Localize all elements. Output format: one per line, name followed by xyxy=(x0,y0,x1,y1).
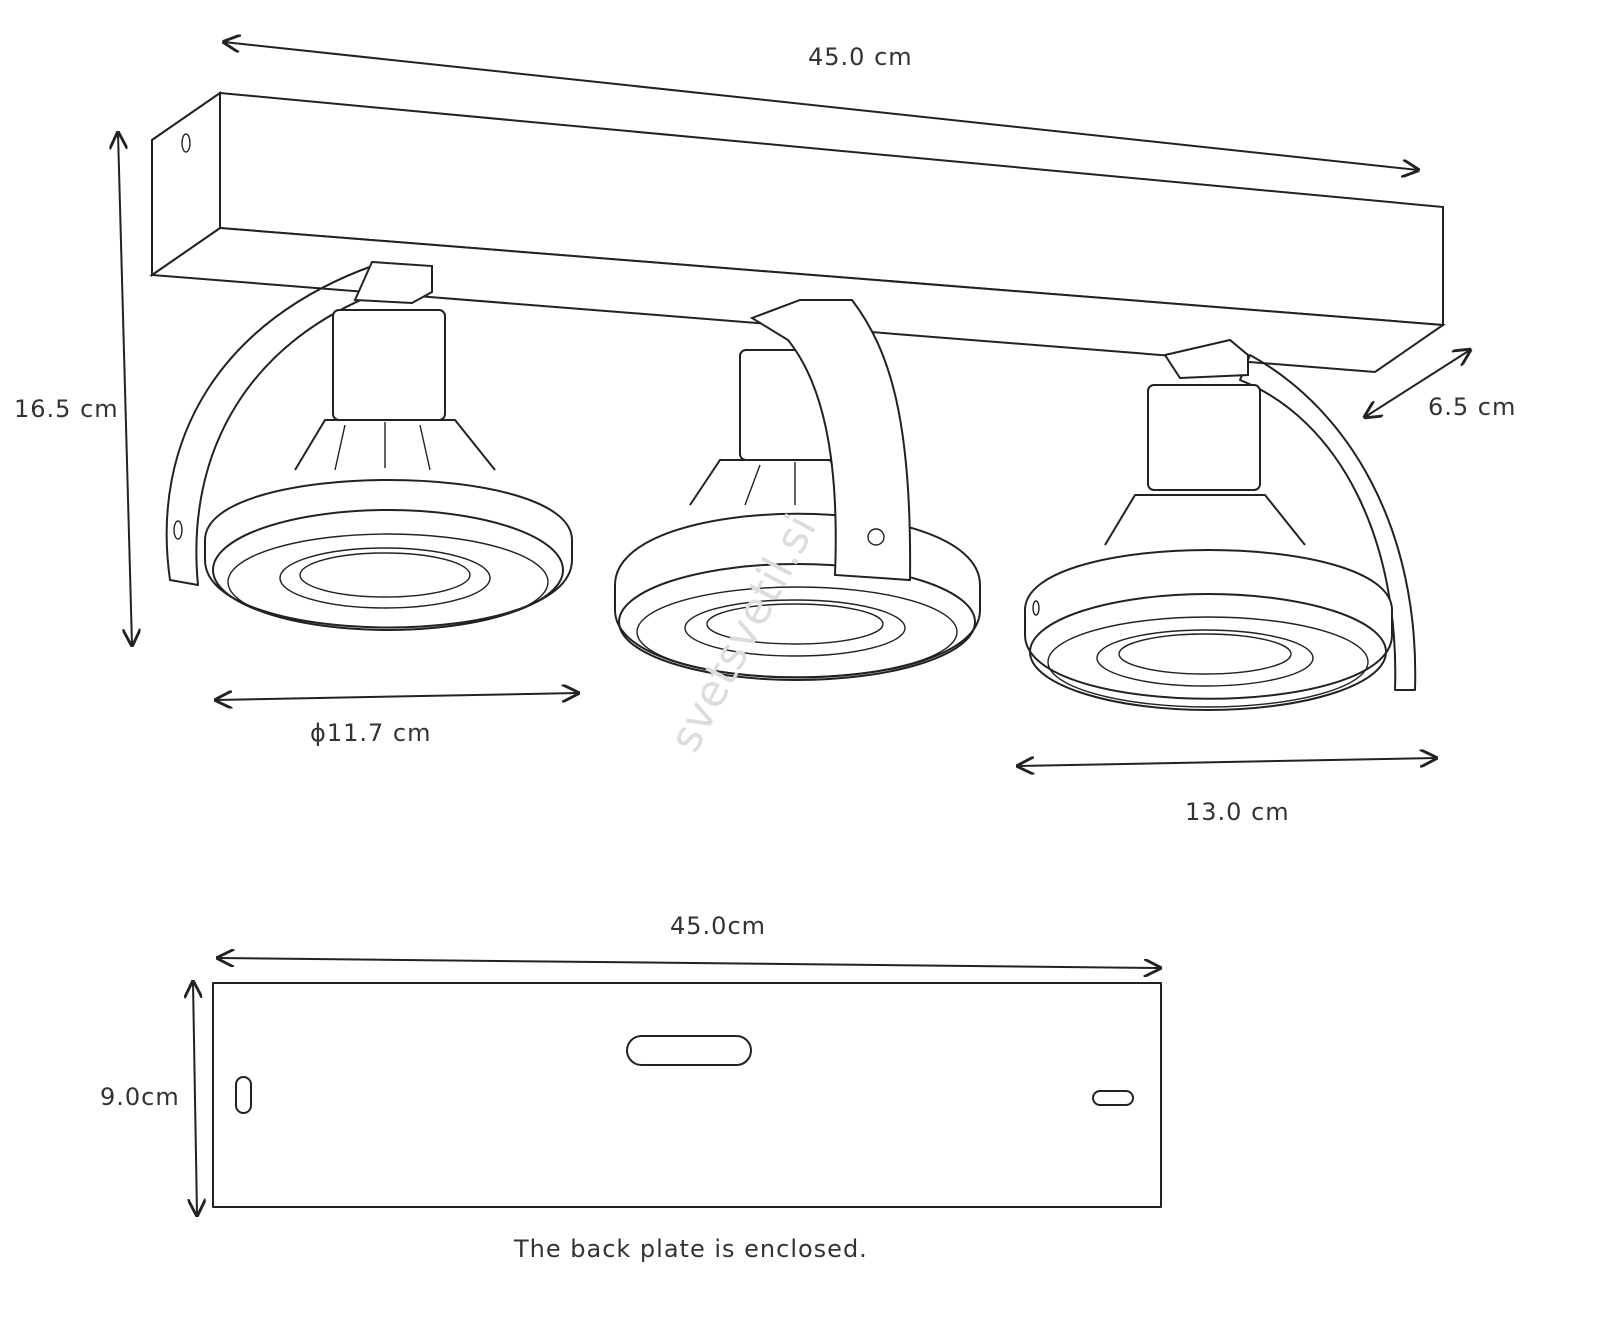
length-label: 45.0 cm xyxy=(808,43,913,71)
spot-width-dimension-line xyxy=(1018,758,1436,766)
plate-height-label: 9.0cm xyxy=(100,1083,180,1111)
diameter-label: ϕ11.7 cm xyxy=(310,719,431,747)
spot-width-label: 13.0 cm xyxy=(1185,798,1290,826)
spotlight-left xyxy=(165,260,573,631)
back-plate xyxy=(212,982,1162,1208)
diameter-dimension-line xyxy=(216,693,578,700)
depth-dimension-line xyxy=(1365,350,1470,417)
length-dimension-line xyxy=(224,42,1418,170)
height-dimension-line xyxy=(118,133,132,645)
plate-length-dimension-line xyxy=(218,958,1160,968)
height-label: 16.5 cm xyxy=(14,395,119,423)
plate-length-label: 45.0cm xyxy=(670,912,766,940)
depth-label: 6.5 cm xyxy=(1428,393,1516,421)
back-plate-note: The back plate is enclosed. xyxy=(513,1235,868,1263)
plate-height-dimension-line xyxy=(193,982,197,1215)
spotlight-right xyxy=(1024,338,1417,711)
spotlight-center xyxy=(614,299,981,681)
